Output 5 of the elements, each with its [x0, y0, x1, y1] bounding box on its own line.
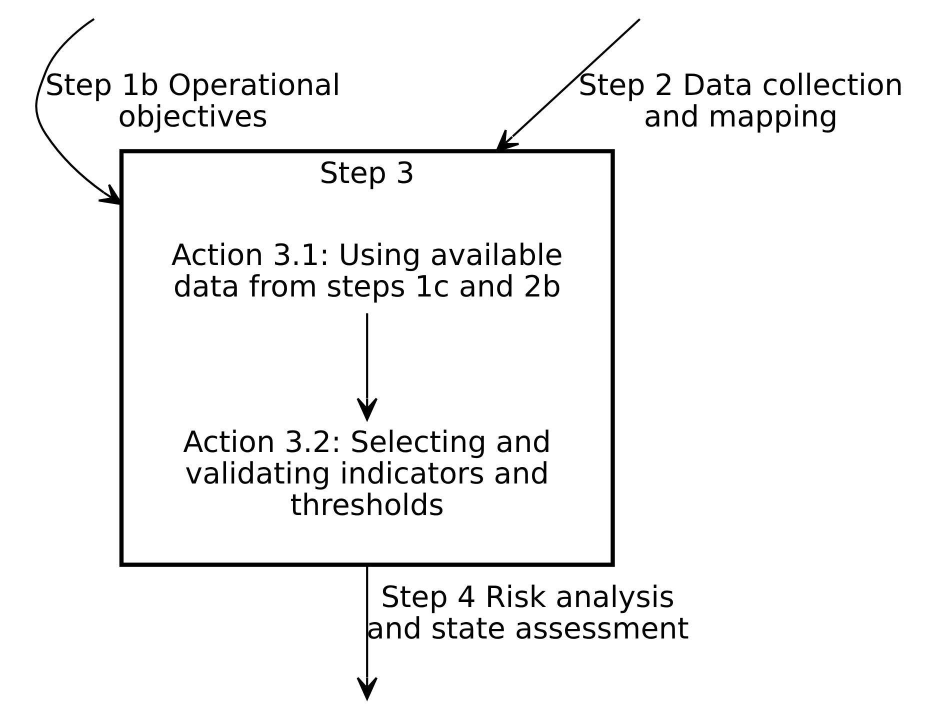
edge-label: Step 1b Operational objectives — [45, 67, 340, 133]
node-text: Action 3.1: Using available data from steps 1c and 2b — [171, 237, 563, 303]
edge-label: Step 2 Data collection and mapping — [578, 67, 904, 133]
node-text: Action 3.2: Selecting and validating indicators and thresholds — [183, 424, 552, 522]
edge-label: Step 4 Risk analysis and state assessment — [366, 580, 689, 646]
